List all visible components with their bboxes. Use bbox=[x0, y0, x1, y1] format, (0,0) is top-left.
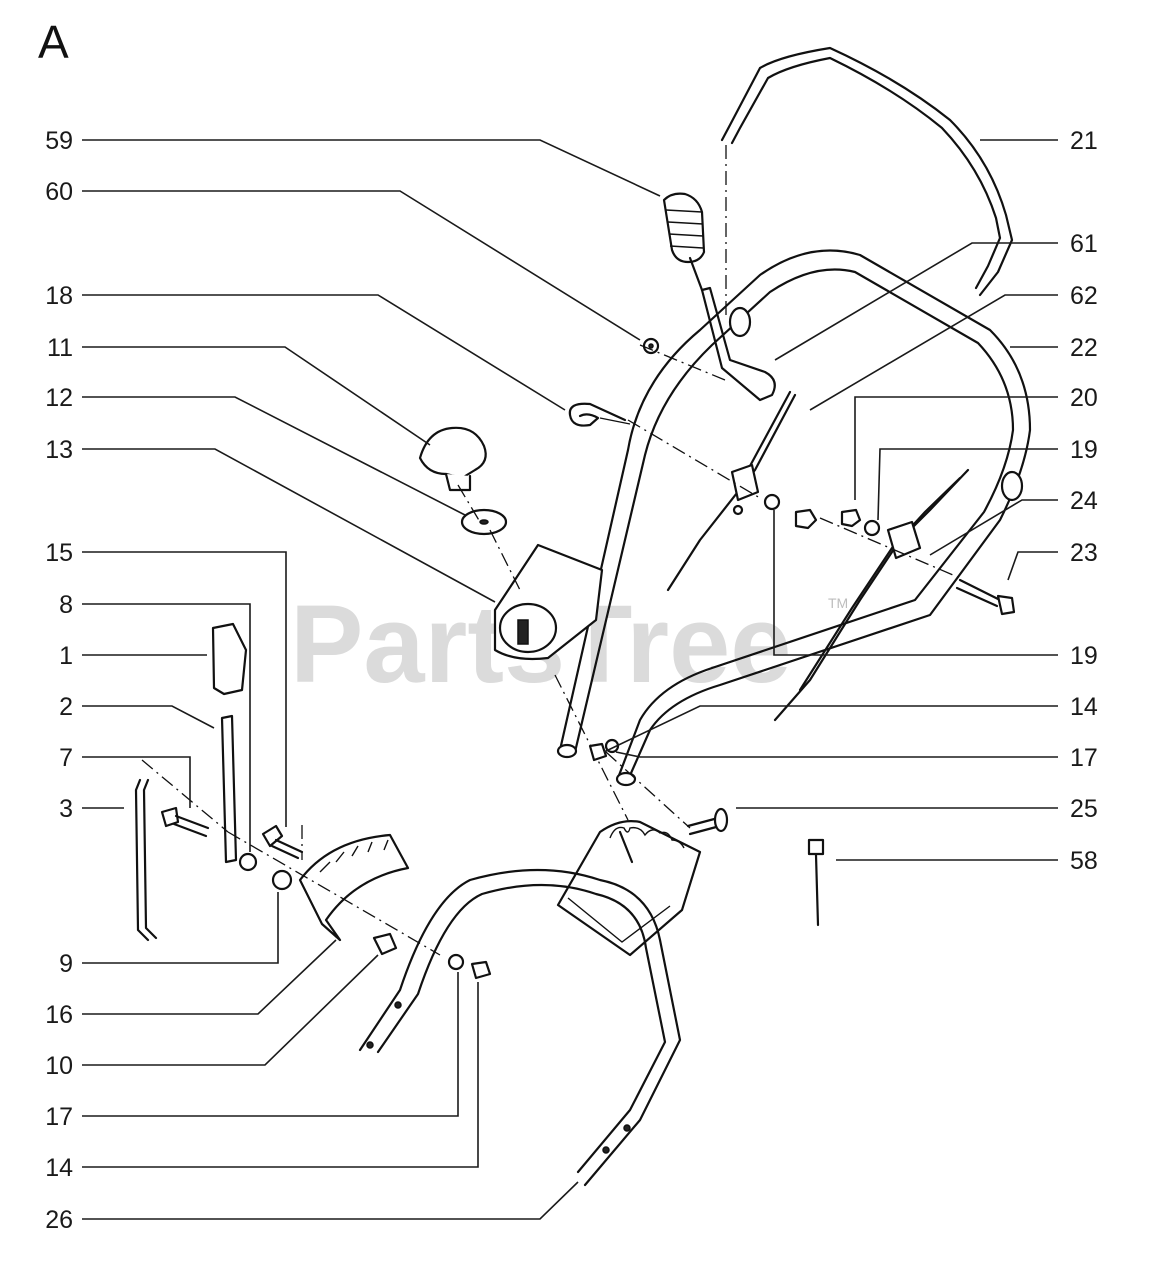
callout-11: 11 bbox=[47, 334, 73, 362]
washer-17-left bbox=[447, 953, 465, 971]
callout-26: 26 bbox=[45, 1206, 73, 1234]
leader-62 bbox=[809, 294, 1058, 411]
callout-12: 12 bbox=[45, 384, 73, 412]
leader-17-right bbox=[615, 751, 1058, 758]
leader-2 bbox=[82, 705, 215, 729]
watermark-tm: TM bbox=[828, 595, 848, 611]
leader-16 bbox=[82, 939, 337, 1015]
callout-9: 9 bbox=[59, 950, 73, 978]
callout-3: 3 bbox=[59, 795, 73, 823]
washer-8-part bbox=[238, 852, 258, 872]
leader-60 bbox=[82, 190, 641, 341]
bolt-15-part bbox=[261, 824, 304, 860]
leader-15 bbox=[82, 551, 287, 827]
callout-18: 18 bbox=[45, 282, 73, 310]
leader-9 bbox=[82, 892, 279, 964]
callout-24: 24 bbox=[1070, 487, 1098, 515]
adjust-knob-part bbox=[418, 426, 487, 492]
cable-upper-part bbox=[666, 393, 797, 592]
shift-lever-part bbox=[688, 256, 776, 402]
cable-lower-part bbox=[773, 468, 970, 722]
callout-60: 60 bbox=[45, 178, 73, 206]
callout-10: 10 bbox=[45, 1052, 73, 1080]
callout-1: 1 bbox=[59, 642, 73, 670]
spring-washer-9-part bbox=[271, 869, 293, 891]
leader-14-right bbox=[603, 705, 1058, 753]
leader-8 bbox=[82, 603, 251, 852]
leader-61 bbox=[774, 242, 1058, 361]
leader-7 bbox=[82, 756, 191, 808]
leader-26 bbox=[82, 1181, 579, 1220]
leader-20 bbox=[854, 396, 1058, 500]
cable-clamp-upper bbox=[730, 463, 760, 516]
callouts-right: 21 61 62 22 20 19 24 23 19 14 17 25 58 bbox=[1070, 127, 1098, 875]
nut-20-lower bbox=[840, 508, 862, 528]
nut-14-right bbox=[588, 742, 608, 762]
leader-17-left bbox=[82, 972, 459, 1117]
callout-21: 21 bbox=[1070, 127, 1098, 155]
callout-22: 22 bbox=[1070, 334, 1098, 362]
callout-19-lower: 19 bbox=[1070, 642, 1098, 670]
rod-3-part bbox=[134, 778, 150, 942]
leader-18 bbox=[82, 294, 566, 411]
leader-12 bbox=[82, 396, 466, 516]
leader-10 bbox=[82, 954, 379, 1066]
hairpin-clip-part bbox=[568, 402, 631, 427]
bolt-7-part bbox=[160, 806, 210, 838]
leader-19-upper bbox=[877, 448, 1058, 521]
shift-knob-part bbox=[662, 192, 706, 264]
callout-15: 15 bbox=[45, 539, 73, 567]
callout-17-right: 17 bbox=[1070, 744, 1098, 772]
washer-19-lower bbox=[863, 519, 881, 537]
callout-7: 7 bbox=[59, 744, 73, 772]
callout-17-left: 17 bbox=[45, 1103, 73, 1131]
washer-19-upper bbox=[763, 493, 781, 511]
leader-14-left bbox=[82, 982, 479, 1168]
callout-2: 2 bbox=[59, 693, 73, 721]
callout-59: 59 bbox=[45, 127, 73, 155]
leader-24 bbox=[929, 499, 1058, 556]
callout-19-upper: 19 bbox=[1070, 436, 1098, 464]
nut-14-left bbox=[470, 960, 492, 980]
callout-61: 61 bbox=[1070, 230, 1098, 258]
callout-20: 20 bbox=[1070, 384, 1098, 412]
lower-handle-part bbox=[358, 868, 682, 1187]
nut-20-upper bbox=[794, 508, 818, 530]
cable-clamp-lower bbox=[886, 520, 922, 560]
bolt-23-part bbox=[955, 578, 1016, 616]
nut-10-part bbox=[372, 932, 398, 956]
grip-1-part bbox=[211, 622, 248, 696]
callout-25: 25 bbox=[1070, 795, 1098, 823]
callout-8: 8 bbox=[59, 591, 73, 619]
lever-2-part bbox=[220, 714, 238, 864]
cable-tie-part bbox=[807, 838, 825, 927]
bail-bar-part bbox=[720, 46, 1014, 297]
leader-23 bbox=[1007, 551, 1058, 581]
bracket-13-part bbox=[493, 543, 604, 661]
callout-13: 13 bbox=[45, 436, 73, 464]
section-letter: A bbox=[38, 16, 69, 68]
leader-19-lower bbox=[773, 510, 1058, 656]
leader-11 bbox=[82, 346, 431, 446]
callouts-left: 59 60 18 11 12 13 15 8 1 2 7 3 9 16 10 1… bbox=[45, 127, 73, 1234]
callout-58: 58 bbox=[1070, 847, 1098, 875]
upper-handle-part bbox=[556, 249, 1032, 787]
lower-plate-part bbox=[556, 820, 702, 957]
carriage-bolt-25 bbox=[686, 807, 729, 836]
leader-59 bbox=[82, 139, 661, 197]
callout-14-left: 14 bbox=[45, 1154, 73, 1182]
callout-14-right: 14 bbox=[1070, 693, 1098, 721]
callout-16: 16 bbox=[45, 1001, 73, 1029]
leader-13 bbox=[82, 448, 496, 603]
callout-23: 23 bbox=[1070, 539, 1098, 567]
callout-62: 62 bbox=[1070, 282, 1098, 310]
sector-16-part bbox=[298, 833, 410, 942]
